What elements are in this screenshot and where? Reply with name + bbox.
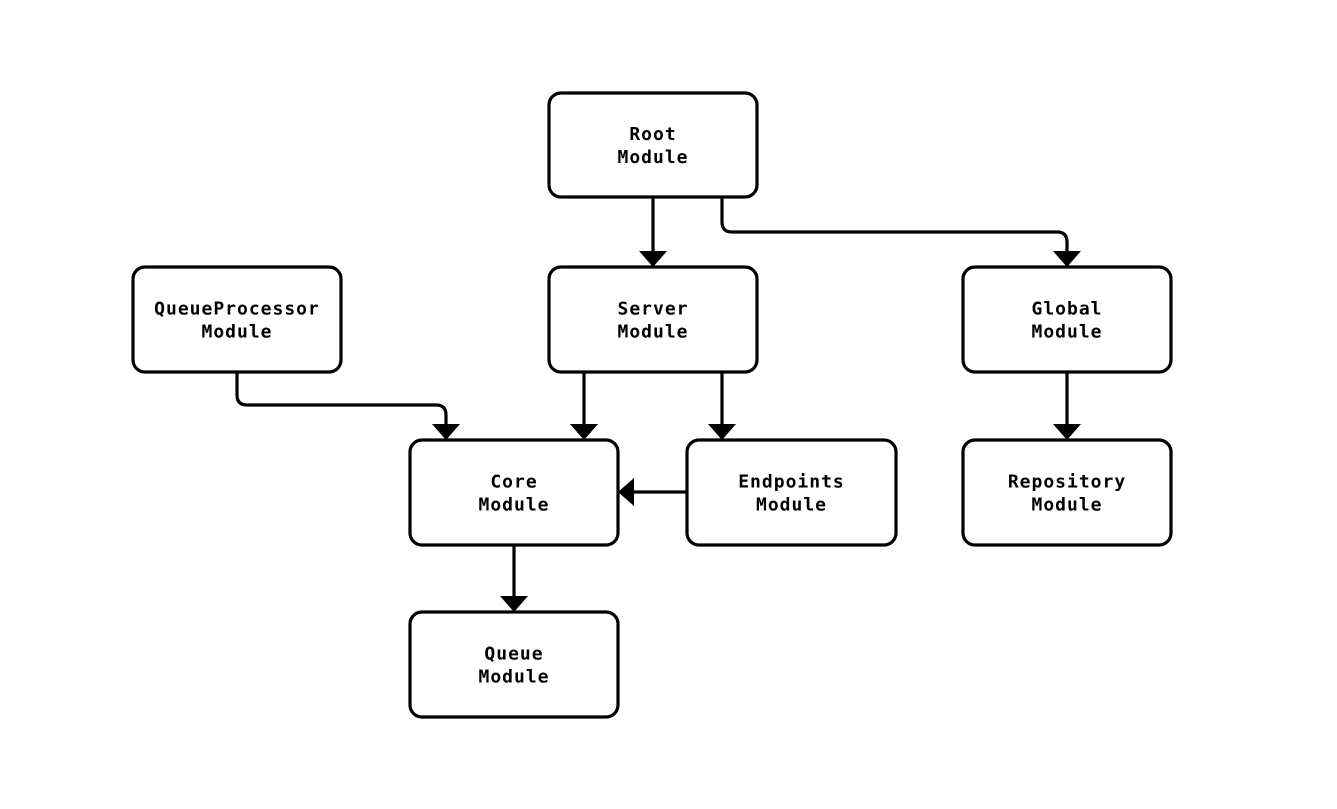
- arrowhead-server-to-core: [570, 424, 598, 440]
- arrowhead-root-to-server: [639, 251, 667, 267]
- edge-root-to-global: [720, 197, 1081, 267]
- edge-global-to-repository: [1053, 372, 1081, 440]
- node-box-queueprocessor: [131, 265, 343, 374]
- edge-root-to-server: [639, 197, 667, 267]
- edge-endpoints-to-core: [618, 478, 687, 506]
- node-box-queue: [408, 610, 620, 719]
- edge-server-to-endpoints: [708, 372, 736, 440]
- node-box-endpoints: [685, 438, 898, 547]
- edge-core-to-queue: [500, 545, 528, 612]
- node-box-server: [547, 265, 759, 374]
- arrowhead-core-to-queue: [500, 596, 528, 612]
- arrowhead-endpoints-to-core: [618, 478, 634, 506]
- edge-queueprocessor-to-core: [235, 372, 460, 440]
- edge-server-to-core: [570, 372, 598, 440]
- arrowhead-global-to-repository: [1053, 424, 1081, 440]
- node-box-root: [547, 91, 759, 199]
- node-box-repository: [961, 438, 1173, 547]
- arrowhead-server-to-endpoints: [708, 424, 736, 440]
- arrowhead-root-to-global: [1053, 251, 1081, 267]
- node-box-core: [408, 438, 620, 547]
- node-box-global: [961, 265, 1173, 374]
- arrowhead-queueprocessor-to-core: [432, 424, 460, 440]
